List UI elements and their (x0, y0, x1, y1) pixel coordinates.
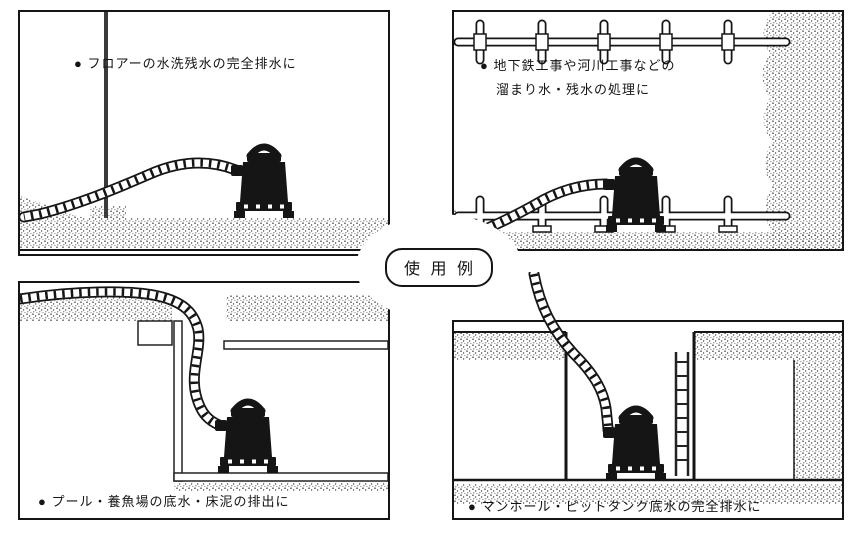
standpipe (104, 12, 108, 218)
panel-manhole-pit: ● マンホール・ピットタンク底水の完全排水に (452, 272, 844, 520)
usage-example-label: 使 用 例 (385, 247, 493, 287)
discharge-hose (20, 157, 242, 223)
floor-drainage-illustration (20, 12, 388, 251)
submersible-pump-illustration (215, 398, 278, 473)
pool-walls (137, 320, 388, 491)
submersible-pump-illustration (603, 157, 666, 232)
pit-walls (454, 331, 842, 482)
discharge-hose (528, 272, 614, 436)
caption-construction-line2: 溜まり水・残水の処理に (496, 82, 651, 97)
scaffold-pipes-top (454, 19, 791, 65)
caption-pool-fishfarm: ● プール・養魚場の底水・床泥の排出に (38, 494, 290, 510)
center-oval: 使 用 例 (356, 214, 522, 320)
discharge-hose (20, 286, 225, 431)
caption-manhole-pit: ● マンホール・ピットタンク底水の完全排水に (468, 499, 762, 515)
pool-illustration (20, 286, 388, 491)
ground-texture (454, 332, 842, 504)
manhole-illustration (454, 272, 842, 504)
floor-ground-texture (20, 196, 388, 251)
submersible-pump-illustration (231, 143, 294, 218)
panel-pool-fishfarm: ● プール・養魚場の底水・床泥の排出に (18, 281, 390, 520)
caption-floor-drainage: ● フロアーの水洗残水の完全排水に (74, 56, 297, 71)
discharge-hose (482, 178, 612, 234)
caption-construction-line1: ● 地下鉄工事や河川工事などの (480, 58, 676, 73)
panel-floor-drainage: ● フロアーの水洗残水の完全排水に (18, 10, 390, 256)
construction-site-illustration (454, 12, 842, 249)
submersible-pump-illustration (603, 405, 666, 480)
pit-ladder (674, 352, 690, 476)
ground-texture (20, 295, 388, 321)
panel-construction-site: ● 地下鉄工事や河川工事などの 溜まり水・残水の処理に (452, 10, 844, 251)
